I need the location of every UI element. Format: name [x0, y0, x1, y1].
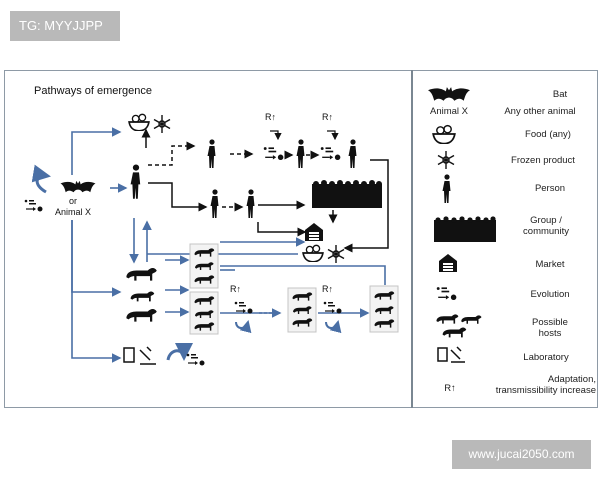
- legend-divider: [411, 70, 413, 408]
- frozen-product-icon: [327, 244, 345, 264]
- blue-pathways: [71, 127, 386, 363]
- group-community-icon: [312, 180, 382, 208]
- food-icon: [302, 244, 324, 262]
- food-icon: [128, 113, 150, 131]
- person-icon: [207, 139, 216, 168]
- adaptation-marker: R↑: [322, 112, 333, 122]
- source-animal-x-label: Animal X: [54, 207, 91, 217]
- legend-adaptation-label: Adaptation, transmissibility increase: [495, 374, 596, 396]
- legend-hosts-label: Possible hosts: [532, 317, 568, 339]
- possible-hosts-group: [126, 267, 157, 322]
- black-pathways: [141, 128, 389, 253]
- legend-laboratory-label: Laboratory: [523, 352, 569, 363]
- evolution-icon: [186, 353, 206, 367]
- legend-food-label: Food (any): [525, 129, 571, 140]
- source-bat-icon: [60, 180, 96, 193]
- watermark-top-left: TG: MYYJJPP: [10, 11, 120, 41]
- legend-person-icon: [442, 174, 451, 203]
- legend-person-label: Person: [534, 183, 566, 194]
- source-evolution-icon: [24, 199, 44, 213]
- laboratory-icon: [123, 346, 156, 365]
- legend-frozen-icon: [437, 150, 455, 170]
- diagram-title: Pathways of emergence: [34, 85, 153, 97]
- frozen-product-icon: [153, 114, 171, 134]
- legend-laboratory-icon: [437, 346, 465, 363]
- host-boxes: [189, 243, 399, 335]
- legend-evolution-icon: [436, 286, 458, 301]
- adaptation-marker: R↑: [322, 284, 333, 294]
- legend-bat-label: Bat: [552, 89, 568, 100]
- adaptation-marker: R↑: [265, 112, 276, 122]
- legend-group-label: Group / community: [523, 215, 569, 237]
- legend-market-icon: [439, 254, 457, 272]
- person-icon: [296, 139, 305, 168]
- legend-animal-x-label: Animal X: [429, 106, 468, 117]
- legend-bat-icon: [428, 87, 470, 101]
- person-icon: [246, 189, 255, 218]
- lab-cycle-arrow: [166, 342, 193, 361]
- evolution-icon: [234, 301, 254, 315]
- evolution-icon: [323, 301, 343, 315]
- legend-group-icon: [434, 216, 496, 242]
- legend-hosts-icon: [436, 314, 482, 338]
- watermark-bottom-right: www.jucai2050.com: [452, 440, 591, 469]
- person-icon: [348, 139, 357, 168]
- legend-evolution-label: Evolution: [530, 289, 570, 300]
- legend-frozen-label: Frozen product: [511, 155, 575, 166]
- adaptation-marker: R↑: [230, 284, 241, 294]
- source-person-icon: [130, 164, 141, 199]
- source-cycle-arrow: [31, 164, 51, 194]
- legend-adaptation-symbol: R↑: [444, 383, 456, 394]
- person-icon: [210, 189, 219, 218]
- legend-animal-x-desc: Any other animal: [504, 106, 576, 117]
- market-icon: [305, 223, 323, 241]
- legend-food-icon: [432, 124, 456, 144]
- evolution-icon: [263, 146, 285, 161]
- evolution-icon: [320, 146, 342, 161]
- source-or-label: or: [68, 196, 77, 206]
- legend-market-label: Market: [535, 259, 565, 270]
